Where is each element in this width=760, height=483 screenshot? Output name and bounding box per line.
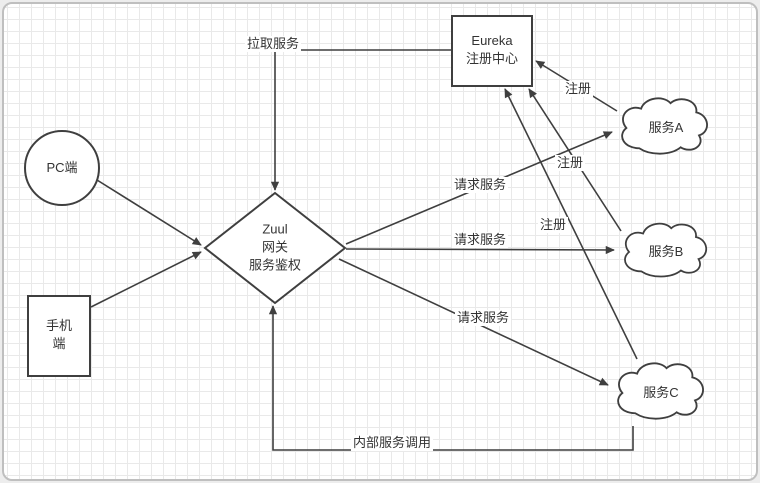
request-service-b-edge-label: 请求服务 — [451, 232, 509, 248]
eureka-label-line-1: Eureka — [471, 32, 513, 48]
edge-service-c-to-eureka-register — [504, 88, 638, 360]
request-service-c-edge-label: 请求服务 — [454, 310, 512, 326]
zuul-label-line-1: Zuul — [262, 221, 288, 237]
service-b-node-label: 服务B — [648, 243, 684, 259]
pull-service-edge-label: 拉取服务 — [244, 36, 302, 52]
edge-service-c-to-zuul-internal-call — [268, 305, 634, 451]
service-a-node-label: 服务A — [648, 119, 684, 135]
edge-eureka-to-zuul-pull-service — [270, 49, 452, 191]
eureka-node-label: Eureka 注册中心 — [466, 32, 518, 68]
edge-zuul-to-service-b — [345, 245, 615, 255]
service-c-node-label: 服务C — [643, 384, 679, 400]
edge-pc-to-zuul — [96, 179, 202, 246]
mobile-node-label: 手机端 — [45, 317, 72, 351]
register-b-edge-label: 注册 — [554, 155, 586, 171]
zuul-gateway-node-label: Zuul 网关 服务鉴权 — [249, 221, 301, 276]
eureka-node-shape — [451, 15, 533, 87]
zuul-label-line-2: 网关 — [261, 239, 289, 255]
eureka-label-line-2: 注册中心 — [465, 51, 519, 66]
pc-node-label: PC端 — [46, 159, 78, 175]
internal-call-edge-label: 内部服务调用 — [350, 435, 434, 451]
request-service-a-edge-label: 请求服务 — [451, 177, 509, 193]
pc-node-shape — [24, 130, 100, 206]
zuul-gateway-node-shape — [203, 191, 347, 305]
zuul-label-line-3: 服务鉴权 — [248, 258, 302, 274]
mobile-node-shape — [27, 295, 91, 377]
edge-mobile-to-zuul — [90, 251, 202, 308]
register-a-edge-label: 注册 — [562, 81, 594, 97]
register-c-edge-label: 注册 — [537, 217, 569, 233]
